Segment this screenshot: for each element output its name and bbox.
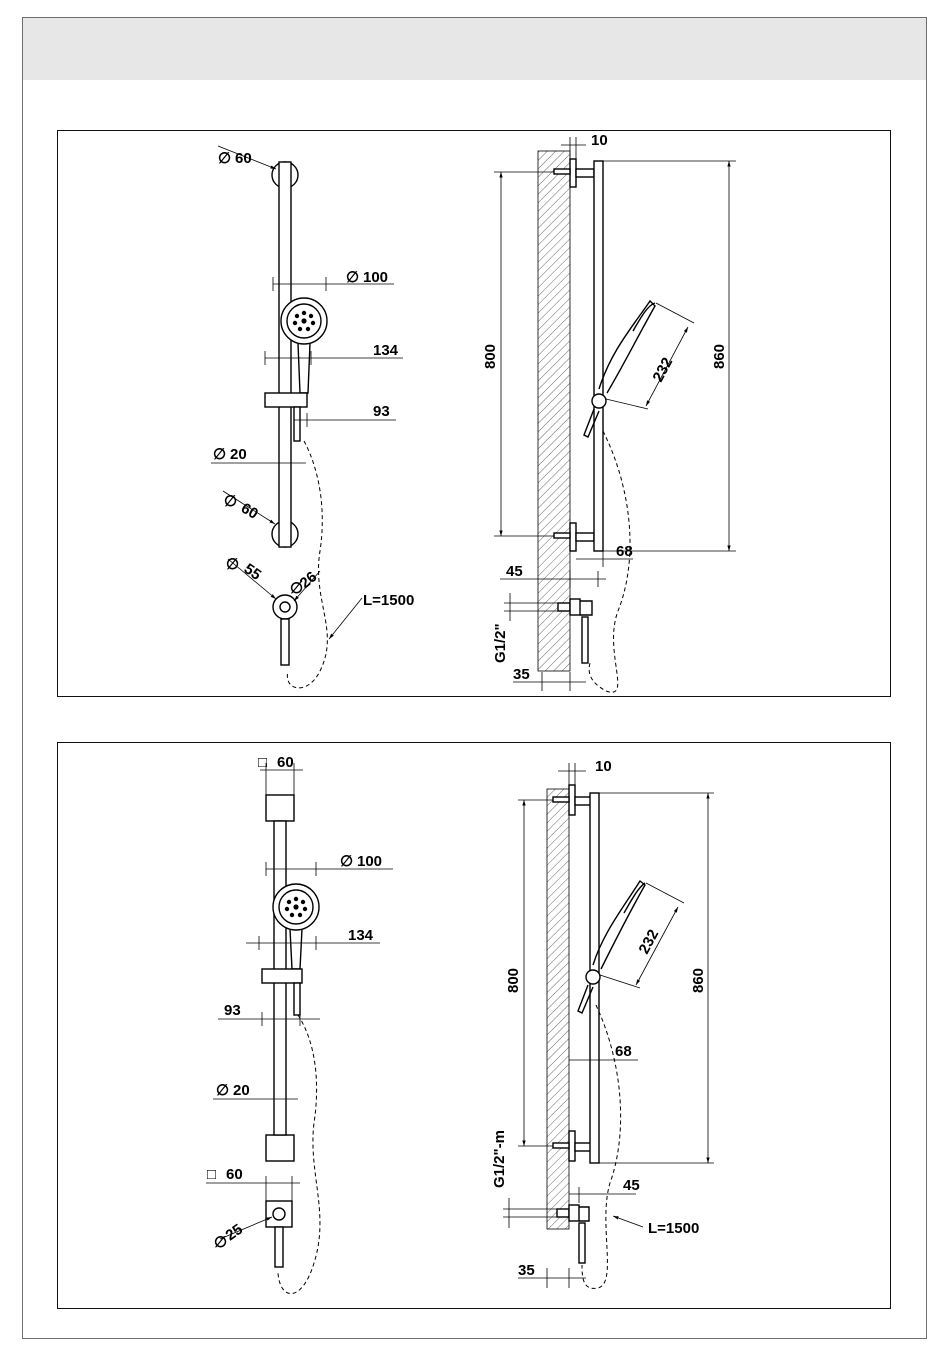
dim-slider-projection: 93 [373, 403, 390, 420]
dim-shower-length: 232 [636, 927, 663, 957]
square-side-handshower [593, 881, 645, 969]
wall-section [538, 151, 570, 671]
dim-bar-length: 860 [711, 344, 728, 369]
dim-bar-symbol: ∅ [213, 446, 226, 463]
dim-handshower: 100 [363, 269, 388, 286]
square-handshower-handle [290, 929, 302, 969]
dim-handshower-symbol: ∅ [346, 269, 359, 286]
square-wall-outlet [266, 1201, 292, 1227]
square-wall-plate-top [266, 795, 294, 821]
handshower-handle [298, 343, 310, 393]
dim-bar-length: 860 [690, 968, 707, 993]
dim-handshower-symbol: ∅ [340, 853, 353, 870]
drawing-panel-round: ∅ 60 ∅ 100 134 93 ∅ 20 ∅ 60 ∅ 55 ∅ 26 L=… [57, 130, 891, 697]
dim-wall-plate-top: 60 [277, 754, 294, 771]
dim-handshower-width: 134 [373, 342, 399, 359]
dim-outlet-symbol: ∅ [226, 556, 239, 573]
square-wall-section [547, 789, 569, 1229]
technical-drawing-round: ∅ 60 ∅ 100 134 93 ∅ 20 ∅ 60 ∅ 55 ∅ 26 L=… [58, 131, 892, 698]
side-slide-bar [594, 161, 603, 551]
dim-shower-length: 232 [650, 355, 677, 385]
hose [287, 441, 327, 688]
dim-outlet-symbol: ∅ [214, 1234, 227, 1251]
dim-thread: G1/2" [492, 623, 509, 663]
dim-wall-plate-bottom-symbol: □ [207, 1166, 216, 1183]
dim-hose-length: L=1500 [648, 1220, 699, 1237]
dim-wall-plate-bottom: 60 [238, 500, 261, 523]
side-handshower [599, 301, 655, 393]
header-band [23, 18, 926, 80]
dim-wall-plate-top-symbol: ∅ [218, 150, 231, 167]
dim-hose-length: L=1500 [363, 592, 414, 609]
dim-handshower: 100 [357, 853, 382, 870]
dim-handshower-width: 134 [348, 927, 374, 944]
dim-thread: G1/2"-m [491, 1130, 508, 1188]
front-view: ∅ 60 ∅ 100 134 93 ∅ 20 ∅ 60 ∅ 55 ∅ 26 L=… [211, 146, 414, 688]
square-wall-plate-bottom [266, 1135, 294, 1161]
side-slider [592, 394, 606, 408]
square-slider [262, 969, 302, 983]
dim-wall-plate-top-symbol: □ [258, 754, 267, 771]
dim-bar-symbol: ∅ [216, 1082, 229, 1099]
dim-slider-projection: 93 [224, 1002, 241, 1019]
square-front-view: □ 60 ∅ 100 134 93 ∅ 20 □ 60 ∅ 25 [206, 754, 393, 1294]
wall-outlet [273, 595, 297, 619]
dim-wall-depth: 35 [518, 1262, 535, 1279]
square-side-slider [586, 970, 600, 984]
dim-plate-thickness: 10 [591, 132, 608, 149]
dim-outlet-offset: 45 [623, 1177, 640, 1194]
dim-wall-plate-bottom-symbol: ∅ [224, 493, 237, 510]
dim-plate-thickness: 10 [595, 758, 612, 775]
dim-wall-plate-bottom: 60 [226, 1166, 243, 1183]
dim-bar: 20 [233, 1082, 250, 1099]
drawing-panel-square: □ 60 ∅ 100 134 93 ∅ 20 □ 60 ∅ 25 [57, 742, 891, 1309]
square-side-view: 10 800 860 232 68 G1/2"-m 45 L=1500 35 [491, 758, 714, 1288]
dim-bracket-spacing: 800 [505, 968, 522, 993]
side-view: 10 800 860 232 68 45 G1/2" 35 [482, 132, 736, 692]
technical-drawing-square: □ 60 ∅ 100 134 93 ∅ 20 □ 60 ∅ 25 [58, 743, 892, 1310]
dim-bar: 20 [230, 446, 247, 463]
dim-bracket-spacing: 800 [482, 344, 499, 369]
slider [265, 393, 307, 407]
slide-bar [279, 162, 291, 547]
dim-outlet: 55 [241, 560, 264, 583]
dim-bar-offset: 68 [615, 1043, 632, 1060]
dim-bar-offset: 68 [616, 543, 633, 560]
dim-wall-depth: 35 [513, 666, 530, 683]
dim-outlet-offset: 45 [506, 563, 523, 580]
dim-wall-plate-top: 60 [235, 150, 252, 167]
